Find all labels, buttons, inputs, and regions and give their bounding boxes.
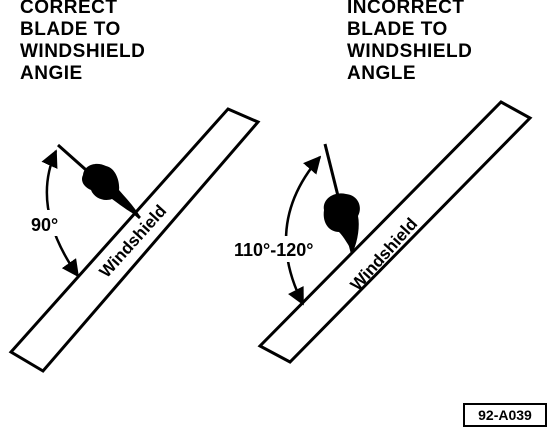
- left-caption-line-4: ANGIE: [20, 63, 83, 84]
- figure-id-label: 92-A039: [463, 403, 547, 427]
- left-wiper-blade-shape: [81, 163, 140, 216]
- right-windshield-strip: [257, 100, 533, 364]
- right-caption-line-3: WINDSHIELD: [347, 41, 473, 62]
- left-windshield-strip: [8, 107, 261, 373]
- right-caption: INCORRECT BLADE TO WINDSHIELD ANGLE: [347, 0, 472, 85]
- right-angle-label: 110°-120°: [234, 240, 313, 260]
- right-caption-line-2: BLADE TO: [347, 19, 448, 40]
- left-caption: CORRECT BLADE TO WINDSHIELD ANGIE: [20, 0, 145, 85]
- right-angle-arc-arrow: [284, 155, 322, 306]
- right-wiper-blade-shape: [323, 193, 360, 252]
- right-angle-label-bg: [232, 236, 330, 262]
- left-angle-label: 90°: [31, 215, 58, 235]
- right-caption-line-1: INCORRECT: [347, 0, 465, 18]
- left-angle-label-bg: [26, 210, 70, 236]
- left-panel-figure: 90° Windshield: [8, 107, 261, 373]
- left-caption-line-1: CORRECT: [20, 0, 118, 18]
- left-caption-line-2: BLADE TO: [20, 19, 121, 40]
- right-caption-line-4: ANGLE: [347, 63, 416, 84]
- left-caption-line-3: WINDSHIELD: [20, 41, 146, 62]
- right-panel-figure: 110°-120° Windshield: [232, 100, 533, 364]
